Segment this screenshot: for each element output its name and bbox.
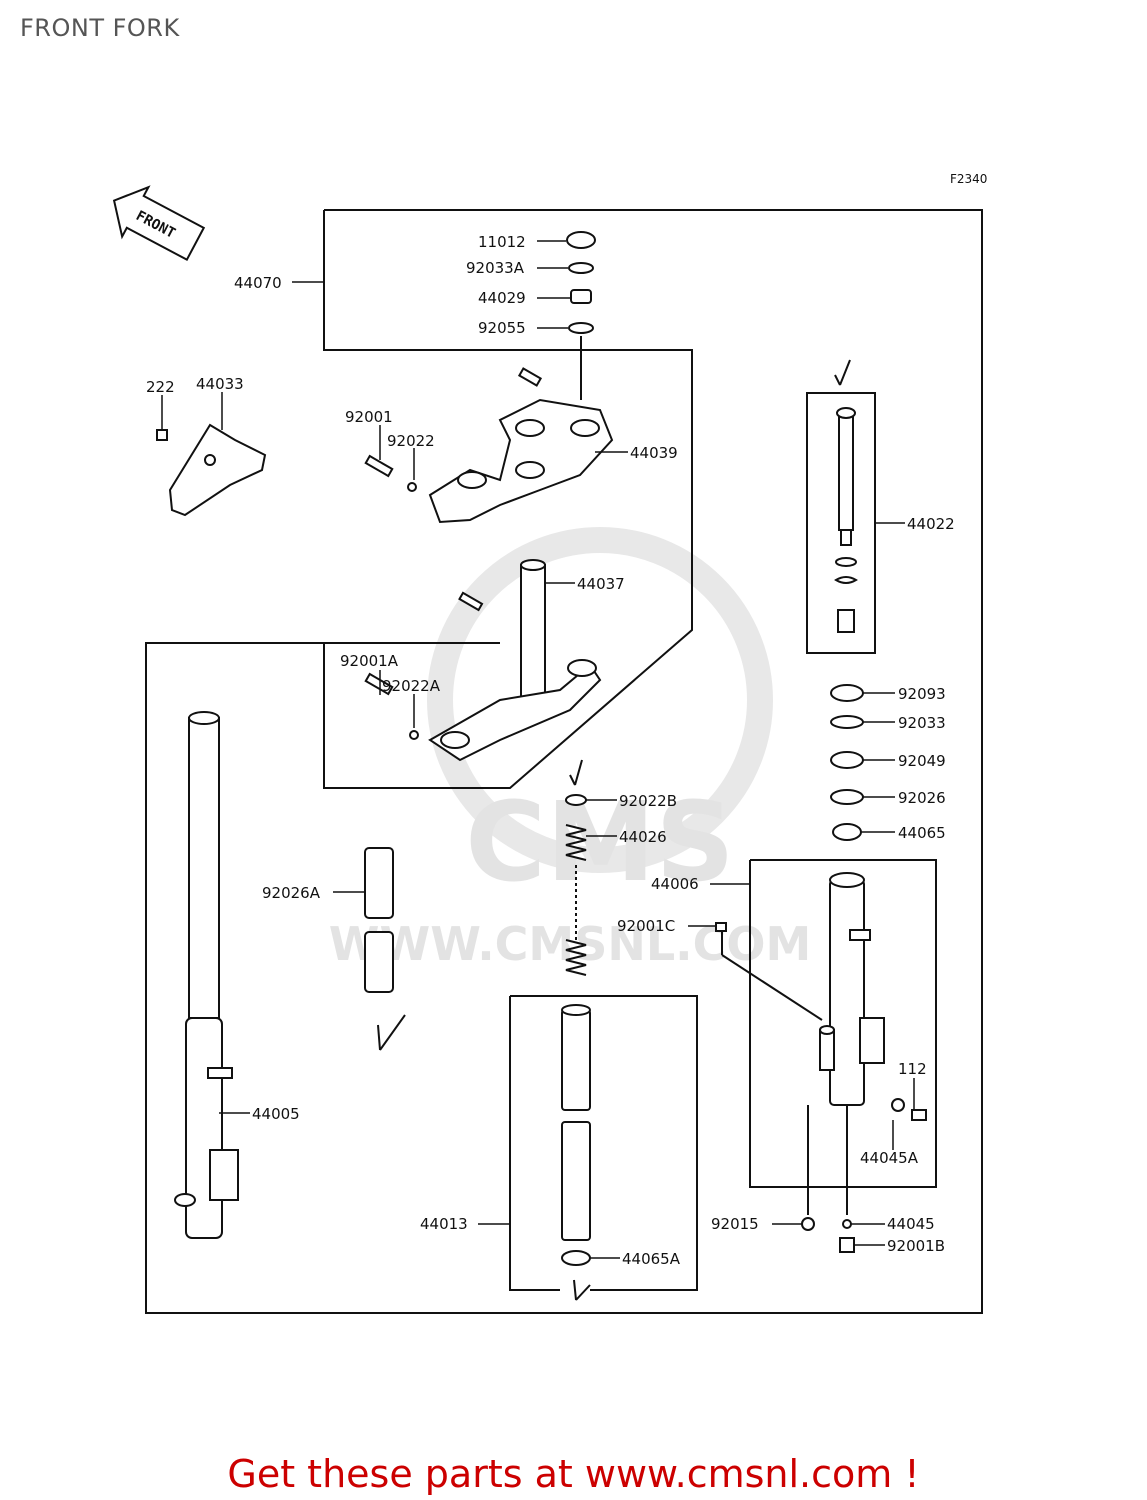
label-92001: 92001 xyxy=(345,408,393,426)
label-92001B: 92001B xyxy=(887,1237,945,1255)
label-92022: 92022 xyxy=(387,432,435,450)
assembly-frames xyxy=(145,209,983,1314)
part-labels: 11012 92033A 44029 92055 44070 222 44033… xyxy=(146,233,955,1268)
front-arrow-icon: FRONT xyxy=(112,185,206,262)
watermark: CMS WWW.CMSNL.COM xyxy=(329,527,811,971)
label-222: 222 xyxy=(146,378,175,396)
label-44029: 44029 xyxy=(478,289,526,307)
label-92093: 92093 xyxy=(898,685,946,703)
label-92022A: 92022A xyxy=(382,677,441,695)
footer-link[interactable]: Get these parts at www.cmsnl.com ! xyxy=(227,1452,920,1496)
page-title: FRONT FORK xyxy=(20,14,180,42)
label-44039: 44039 xyxy=(630,444,678,462)
label-44065: 44065 xyxy=(898,824,946,842)
label-44070: 44070 xyxy=(234,274,282,292)
label-44045: 44045 xyxy=(887,1215,935,1233)
label-92026A: 92026A xyxy=(262,884,321,902)
label-44006: 44006 xyxy=(651,875,699,893)
label-11012: 11012 xyxy=(478,233,526,251)
label-92015: 92015 xyxy=(711,1215,759,1233)
label-44026: 44026 xyxy=(619,828,667,846)
label-92049: 92049 xyxy=(898,752,946,770)
label-92026: 92026 xyxy=(898,789,946,807)
label-92022B: 92022B xyxy=(619,792,677,810)
part-shapes xyxy=(156,231,927,1301)
label-92055: 92055 xyxy=(478,319,526,337)
label-112: 112 xyxy=(898,1060,927,1078)
figure-code: F2340 xyxy=(950,172,987,186)
label-44013: 44013 xyxy=(420,1215,468,1233)
label-92033: 92033 xyxy=(898,714,946,732)
leader-lines xyxy=(161,240,915,1259)
label-92001C: 92001C xyxy=(617,917,675,935)
label-44045A: 44045A xyxy=(860,1149,919,1167)
label-92001A: 92001A xyxy=(340,652,399,670)
label-44037: 44037 xyxy=(577,575,625,593)
label-44022: 44022 xyxy=(907,515,955,533)
label-92033A: 92033A xyxy=(466,259,525,277)
label-44005: 44005 xyxy=(252,1105,300,1123)
label-44065A: 44065A xyxy=(622,1250,681,1268)
label-44033: 44033 xyxy=(196,375,244,393)
